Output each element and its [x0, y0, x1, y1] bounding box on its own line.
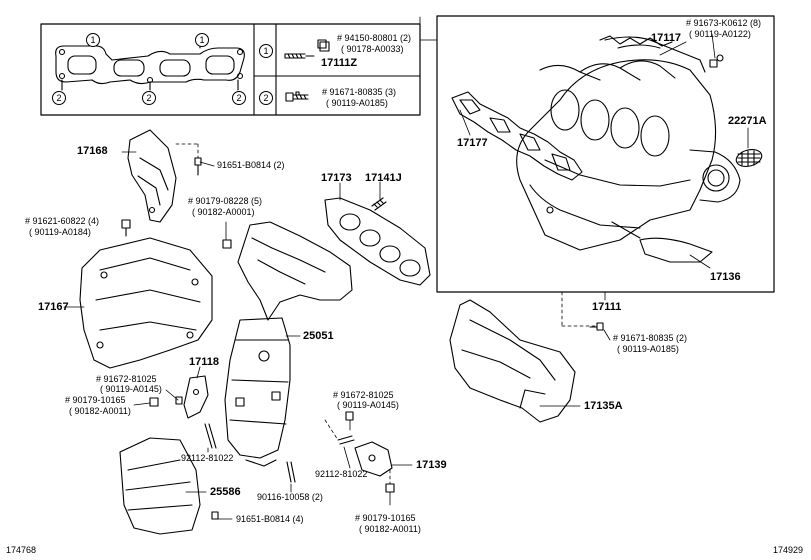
bracket-17118-drawing	[183, 375, 209, 419]
gasket-marker-2c: 2	[232, 91, 246, 105]
label-91621-a[interactable]: # 91621-60822 (4)	[25, 216, 100, 226]
footer-code-left: 174768	[6, 545, 37, 555]
label-92112-right[interactable]: 92112-81022	[315, 469, 368, 479]
label-17136[interactable]: 17136	[710, 271, 741, 283]
label-91673-a[interactable]: # 91673-K0612 (8)	[686, 18, 762, 28]
label-17177[interactable]: 17177	[457, 137, 488, 149]
label-91672-right-b[interactable]: ( 90119-A0145)	[337, 400, 399, 410]
label-17117[interactable]: 17117	[651, 32, 681, 44]
label-25586[interactable]: 25586	[210, 486, 241, 498]
gasket-marker-1b: 1	[195, 33, 209, 47]
gasket-marker-2b: 2	[142, 91, 156, 105]
label-90179-right-b[interactable]: ( 90182-A0011)	[359, 524, 421, 534]
leader-lines	[63, 16, 749, 520]
gasket-marker-2a: 2	[52, 91, 66, 105]
intake-manifold-drawing	[516, 35, 741, 263]
label-90179-right-a[interactable]: # 90179-10165	[355, 513, 416, 523]
label-17167[interactable]: 17167	[38, 301, 69, 313]
label-91671-a[interactable]: # 91671-80835 (2)	[613, 333, 688, 343]
label-90179-a[interactable]: # 90179-08228 (5)	[188, 196, 263, 206]
stud-17141J-drawing	[371, 197, 387, 211]
label-91673-b[interactable]: ( 90119-A0122)	[689, 29, 751, 39]
label-90179-b[interactable]: ( 90182-A0001)	[192, 207, 255, 217]
legend-stud-nut	[284, 41, 330, 59]
label-17173[interactable]: 17173	[321, 172, 352, 184]
label-91651-b[interactable]: 91651-B0814 (4)	[236, 514, 304, 524]
legend-box	[40, 23, 421, 116]
footer-code-right: 174929	[773, 545, 804, 555]
legend-marker-2: 2	[259, 91, 273, 105]
label-17168[interactable]: 17168	[77, 145, 108, 157]
insulator-17167-drawing	[79, 237, 213, 369]
label-91672-right-a[interactable]: # 91672-81025	[333, 390, 394, 400]
insulator-25586-drawing	[119, 437, 201, 535]
fasteners	[121, 39, 718, 520]
label-17118[interactable]: 17118	[189, 356, 219, 368]
label-25051[interactable]: 25051	[303, 330, 334, 342]
legend-marker-1: 1	[259, 44, 273, 58]
legend-bolt-1b[interactable]: ( 90178-A0033)	[341, 44, 404, 54]
exhaust-manifold-drawing	[224, 221, 353, 467]
label-91672-left-a[interactable]: # 91672-81025	[96, 374, 157, 384]
label-91671-b[interactable]: ( 90119-A0185)	[617, 344, 679, 354]
intake-gasket-drawing	[451, 91, 583, 181]
bracket-17139-drawing	[354, 441, 393, 477]
throttle-gasket-drawing	[735, 149, 763, 167]
legend-bolt	[285, 91, 309, 102]
label-91651-a[interactable]: 91651-B0814 (2)	[217, 160, 285, 170]
exhaust-manifold-gasket-drawing	[324, 197, 431, 286]
label-17135A[interactable]: 17135A	[584, 400, 623, 412]
legend-part-17111Z[interactable]: 17111Z	[321, 57, 358, 69]
exhaust-gasket-drawing	[55, 37, 245, 91]
label-17141J[interactable]: 17141J	[365, 172, 402, 184]
intake-box	[436, 15, 775, 293]
label-17139[interactable]: 17139	[416, 459, 447, 471]
legend-bolt-2a[interactable]: # 91671-80835 (3)	[322, 87, 397, 97]
label-17111[interactable]: 17111	[592, 301, 622, 313]
label-91621-b[interactable]: ( 90119-A0184)	[29, 227, 91, 237]
insulator-17135A-drawing	[449, 299, 576, 423]
label-90179-left-b[interactable]: ( 90182-A0011)	[69, 406, 131, 416]
label-22271A[interactable]: 22271A	[728, 115, 767, 127]
insulator-17168-drawing	[127, 129, 177, 223]
label-92112-left[interactable]: 92112-81022	[181, 453, 234, 463]
label-91672-left-b[interactable]: ( 90119-A0145)	[100, 384, 162, 394]
label-90179-left-a[interactable]: # 90179-10165	[65, 395, 126, 405]
legend-bolt-2b[interactable]: ( 90119-A0185)	[326, 98, 388, 108]
gasket-marker-1a: 1	[86, 33, 100, 47]
label-90116[interactable]: 90116-10058 (2)	[257, 492, 323, 502]
legend-bolt-1a[interactable]: # 94150-80801 (2)	[337, 33, 412, 43]
